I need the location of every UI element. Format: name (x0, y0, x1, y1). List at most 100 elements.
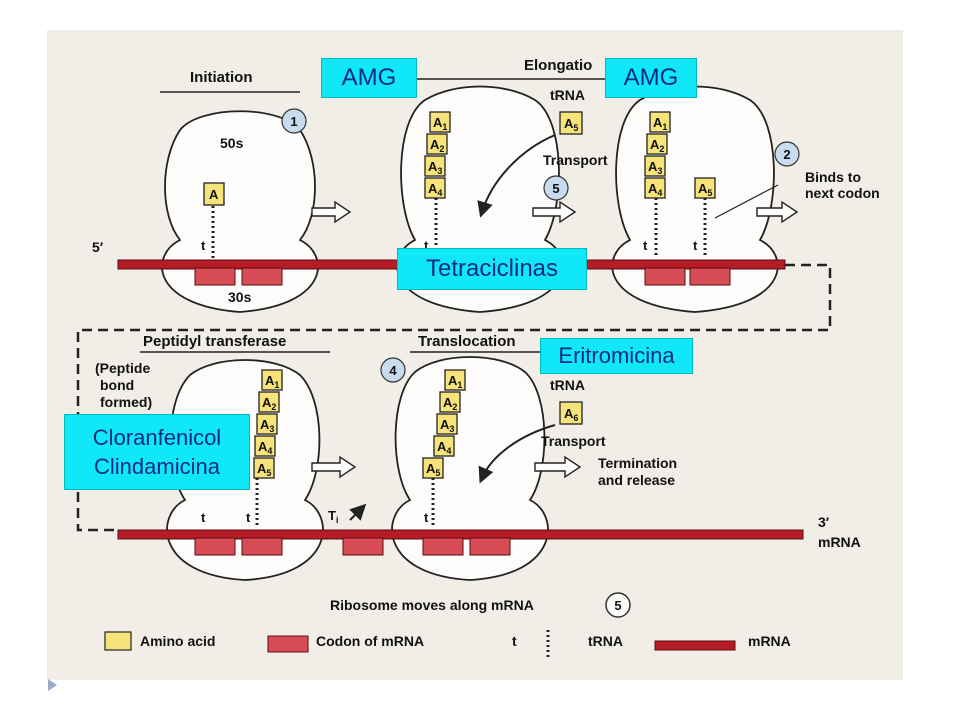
drug-label-text: AMG (341, 64, 397, 91)
amino-acid-box (436, 413, 458, 435)
peptide-bond-label: bond (100, 377, 134, 393)
amino-acid-label: A5 (564, 116, 578, 133)
amino-acid-box (424, 155, 446, 177)
step-circle-1 (281, 108, 307, 134)
mrna-end-label: mRNA (818, 534, 861, 550)
amino-acid-box (649, 111, 671, 133)
legend-amino-acid-label: Amino acid (140, 633, 215, 649)
amino-acid-label: A4 (258, 439, 272, 456)
t-label: t (201, 238, 206, 253)
amino-acid-label: A6 (564, 406, 578, 423)
t-label: t (424, 238, 429, 253)
transport-arrow (478, 424, 556, 484)
amino-acid-box (644, 177, 666, 199)
amino-acid-box (424, 177, 446, 199)
legend-codon-label: Codon of mRNA (316, 633, 424, 649)
amino-acid-box (559, 111, 583, 135)
elongation-header: Elongatio (524, 57, 592, 74)
drug-label-text: Cloranfenicol (92, 425, 222, 450)
drug-label-eritromicina: Eritromicina (540, 338, 693, 374)
codon (241, 537, 283, 556)
trna-label: tRNA (550, 87, 585, 103)
initiation-header: Initiation (190, 69, 253, 86)
legend-codon-swatch (267, 635, 309, 653)
process-arrow (756, 200, 799, 224)
five-prime-label: 5′ (92, 239, 104, 255)
amino-acid-label: A (209, 187, 219, 202)
termination-label: Termination (598, 455, 677, 471)
codon (422, 537, 464, 556)
drug-label-text: Eritromicina (558, 343, 675, 368)
amino-acid-label: A5 (426, 461, 440, 478)
binds-label: Binds to (805, 169, 861, 185)
drug-label-amg-1: AMG (321, 58, 417, 98)
step-circle-5 (543, 175, 569, 201)
codon (194, 537, 236, 556)
amino-acid-box (694, 177, 716, 199)
amino-acid-box (444, 369, 466, 391)
binds-pointer-line (714, 184, 779, 219)
codon (644, 267, 686, 286)
codon (342, 537, 384, 556)
peptide-bond-label: (Peptide (95, 360, 150, 376)
amino-acid-box (429, 111, 451, 133)
ribosome-moves-label: Ribosome moves along mRNA (330, 597, 534, 613)
amino-acid-box (256, 413, 278, 435)
step-number: 4 (389, 363, 397, 378)
trna-label: tRNA (550, 377, 585, 393)
t-label: t (246, 510, 251, 525)
amino-acid-box (261, 369, 283, 391)
amino-acid-box (433, 435, 455, 457)
amino-acid-box (439, 391, 461, 413)
three-prime-label: 3′ (818, 514, 830, 530)
amino-acid-label: A3 (440, 417, 454, 434)
amino-acid-label: A4 (437, 439, 451, 456)
amino-acid-label: A3 (648, 159, 662, 176)
transport-label: Transport (541, 433, 606, 449)
amino-acid-box (253, 457, 275, 479)
slide-bullet-marker (48, 679, 57, 691)
process-arrow (311, 455, 357, 479)
amino-acid-box (422, 457, 444, 479)
step-circle-2 (774, 141, 800, 167)
legend-mrna-swatch (654, 640, 736, 651)
legend-trna-label: tRNA (588, 633, 623, 649)
t-label: t (643, 238, 648, 253)
amino-acid-label: A3 (260, 417, 274, 434)
t-label: t (424, 510, 429, 525)
termination-label: and release (598, 472, 675, 488)
drug-label-cloranfenicol-clindamicina: Cloranfenicol Clindamicina (64, 414, 250, 490)
dashed-connector (76, 263, 832, 532)
ribosome-translocation (391, 356, 549, 581)
transport-arrow (477, 134, 556, 218)
amino-acid-label: A1 (448, 373, 462, 390)
ribosome-30s-label: 30s (228, 289, 252, 305)
amino-acid-label: A3 (428, 159, 442, 176)
step-number: 2 (783, 147, 790, 162)
amino-acid-label: A4 (428, 181, 442, 198)
process-arrow (311, 200, 352, 224)
t-label: t (201, 510, 206, 525)
codon (469, 537, 511, 556)
binds-label: next codon (805, 185, 880, 201)
amino-acid-label: A1 (653, 115, 667, 132)
codon (689, 267, 731, 286)
peptide-bond-label: formed) (100, 394, 152, 410)
amino-acid-label: A2 (430, 137, 444, 154)
amino-acid-box (258, 391, 280, 413)
amino-acid-label: A5 (257, 461, 271, 478)
transport-label: Transport (543, 152, 608, 168)
step-number: 1 (290, 114, 297, 129)
process-arrow (532, 200, 577, 224)
ti-exit-arrow (349, 503, 367, 521)
ribosome-50s-label: 50s (220, 135, 244, 151)
translocation-header: Translocation (418, 333, 516, 350)
amino-acid-label: A2 (650, 137, 664, 154)
ti-label: Ti (328, 508, 338, 525)
step-number: 5 (552, 181, 559, 196)
drug-label-amg-2: AMG (605, 58, 697, 98)
amino-acid-label: A1 (433, 115, 447, 132)
t-label: t (693, 238, 698, 253)
